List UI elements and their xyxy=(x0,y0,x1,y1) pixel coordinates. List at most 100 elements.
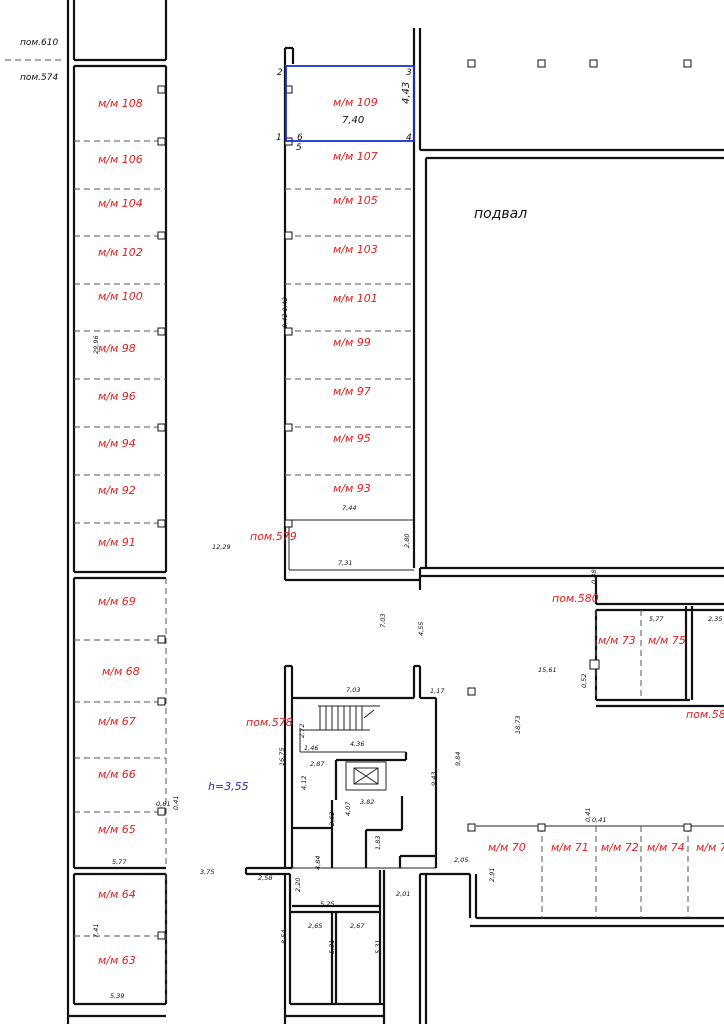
space-label-69: м/м 69 xyxy=(98,595,136,608)
svg-text:18,73: 18,73 xyxy=(514,715,522,734)
svg-text:5,31: 5,31 xyxy=(374,940,382,954)
column-markers xyxy=(157,59,692,940)
space-area-109: 7,40 xyxy=(342,115,364,126)
svg-text:2,65: 2,65 xyxy=(308,922,322,930)
svg-text:4,07: 4,07 xyxy=(344,801,352,816)
svg-text:0,52: 0,52 xyxy=(580,674,588,688)
svg-text:1,83: 1,83 xyxy=(374,836,382,850)
mid-dividers xyxy=(285,188,689,918)
space-label-102: м/м 102 xyxy=(98,246,143,259)
svg-text:4,12: 4,12 xyxy=(300,776,308,790)
space-label-66: м/м 66 xyxy=(98,768,136,781)
svg-text:12,29: 12,29 xyxy=(212,543,231,551)
svg-text:2,05: 2,05 xyxy=(454,856,468,864)
svg-text:2,35: 2,35 xyxy=(708,615,722,623)
space-label-91: м/м 91 xyxy=(98,536,136,549)
corner-2: 2 xyxy=(277,68,283,78)
space-label-93: м/м 93 xyxy=(333,482,371,495)
corner-4: 4 xyxy=(406,133,412,143)
svg-text:15,61: 15,61 xyxy=(538,666,557,674)
svg-text:2,87: 2,87 xyxy=(310,760,325,768)
space-label-109: м/м 109 xyxy=(333,96,378,109)
svg-text:5,77: 5,77 xyxy=(649,615,664,623)
svg-text:7,31: 7,31 xyxy=(338,559,352,567)
space-label-103: м/м 103 xyxy=(333,243,378,256)
left-low-space-labels: м/м 69 м/м 68 м/м 67 м/м 66 м/м 65 м/м 6… xyxy=(98,595,140,967)
space-label-97: м/м 97 xyxy=(333,385,371,398)
space-label-72: м/м 72 xyxy=(601,841,639,854)
space-label-65: м/м 65 xyxy=(98,823,136,836)
svg-text:0,42 0,42: 0,42 0,42 xyxy=(281,297,289,328)
elevator-icon xyxy=(345,761,387,791)
space-label-98: м/м 98 xyxy=(98,342,136,355)
svg-text:0,88: 0,88 xyxy=(590,570,598,584)
svg-text:2,72: 2,72 xyxy=(298,724,306,738)
space-label-101: м/м 101 xyxy=(333,292,378,305)
svg-text:2,67: 2,67 xyxy=(350,922,365,930)
corner-5: 5 xyxy=(296,143,302,153)
svg-text:2,20: 2,20 xyxy=(294,878,302,892)
room-label-580: пом.580 xyxy=(552,592,599,605)
svg-text:5,39: 5,39 xyxy=(110,992,124,1000)
svg-text:7,03: 7,03 xyxy=(346,686,360,694)
svg-text:9,84: 9,84 xyxy=(454,752,462,766)
space-label-94: м/м 94 xyxy=(98,437,136,450)
svg-text:5,77: 5,77 xyxy=(112,858,127,866)
space-label-64: м/м 64 xyxy=(98,888,136,901)
space-label-92: м/м 92 xyxy=(98,484,136,497)
svg-text:2,80: 2,80 xyxy=(403,534,411,548)
room-label-581: пом.581 xyxy=(686,708,724,721)
svg-text:16,75: 16,75 xyxy=(278,747,286,766)
space-label-105: м/м 105 xyxy=(333,194,378,207)
svg-text:5,31: 5,31 xyxy=(328,940,336,954)
space-label-71: м/м 71 xyxy=(551,841,589,854)
corner-6: 6 xyxy=(297,133,303,143)
svg-text:4,36: 4,36 xyxy=(350,740,364,748)
svg-text:5,25: 5,25 xyxy=(320,900,334,908)
space-label-96: м/м 96 xyxy=(98,390,136,403)
space-label-106: м/м 106 xyxy=(98,153,143,166)
room-label-podval: подвал xyxy=(474,206,527,222)
left-space-labels: м/м 108 м/м 106 м/м 104 м/м 102 м/м 100 … xyxy=(98,97,143,549)
right-space-labels: м/м 73 м/м 75 м/м 70 м/м 71 м/м 72 м/м 7… xyxy=(488,634,724,854)
svg-text:0,41: 0,41 xyxy=(592,816,606,824)
svg-text:0,41: 0,41 xyxy=(584,808,592,822)
svg-text:7,03: 7,03 xyxy=(379,614,387,628)
svg-text:1,46: 1,46 xyxy=(304,744,318,752)
space-width-109: 4,43 xyxy=(401,82,412,104)
space-label-107: м/м 107 xyxy=(333,150,378,163)
highlighted-space-109[interactable]: м/м 109 7,40 4,43 2 3 1 4 6 5 xyxy=(276,65,415,153)
svg-text:2,62: 2,62 xyxy=(328,812,336,826)
space-label-104: м/м 104 xyxy=(98,197,143,210)
dimension-labels: 29,96 0,42 0,42 7,44 12,29 7,31 2,80 7,0… xyxy=(92,297,722,1000)
room-labels: подвал пом.579 пом.580 пом.581 пом.578 h… xyxy=(208,206,724,793)
svg-text:4,55: 4,55 xyxy=(417,622,425,636)
svg-text:29,96: 29,96 xyxy=(92,335,100,354)
room-label-579: пом.579 xyxy=(250,530,297,543)
svg-text:1,17: 1,17 xyxy=(430,687,445,695)
space-label-74: м/м 74 xyxy=(647,841,685,854)
space-label-99: м/м 99 xyxy=(333,336,371,349)
svg-text:0,41: 0,41 xyxy=(172,796,180,810)
space-label-75: м/м 75 xyxy=(648,634,686,647)
height-label: h=3,55 xyxy=(208,780,249,793)
svg-text:2,01: 2,01 xyxy=(396,890,410,898)
svg-text:9,43: 9,43 xyxy=(430,772,438,786)
svg-text:7,41: 7,41 xyxy=(92,924,100,938)
svg-text:2,58: 2,58 xyxy=(258,874,272,882)
space-label-108: м/м 108 xyxy=(98,97,143,110)
left-dividers xyxy=(74,140,167,1004)
walls xyxy=(66,0,724,1024)
label-pom574: пом.574 xyxy=(20,73,58,83)
svg-text:4,84: 4,84 xyxy=(314,856,322,870)
space-label-73: м/м 73 xyxy=(598,634,636,647)
space-label-95: м/м 95 xyxy=(333,432,371,445)
svg-text:0,61: 0,61 xyxy=(156,800,170,808)
space-label-7: м/м 7 xyxy=(696,841,724,854)
stair-icon xyxy=(318,705,380,731)
space-label-70: м/м 70 xyxy=(488,841,526,854)
room-label-578: пом.578 xyxy=(246,716,293,729)
mid-space-labels: м/м 107 м/м 105 м/м 103 м/м 101 м/м 99 м… xyxy=(333,150,378,495)
label-pom610: пом.610 xyxy=(20,38,58,48)
